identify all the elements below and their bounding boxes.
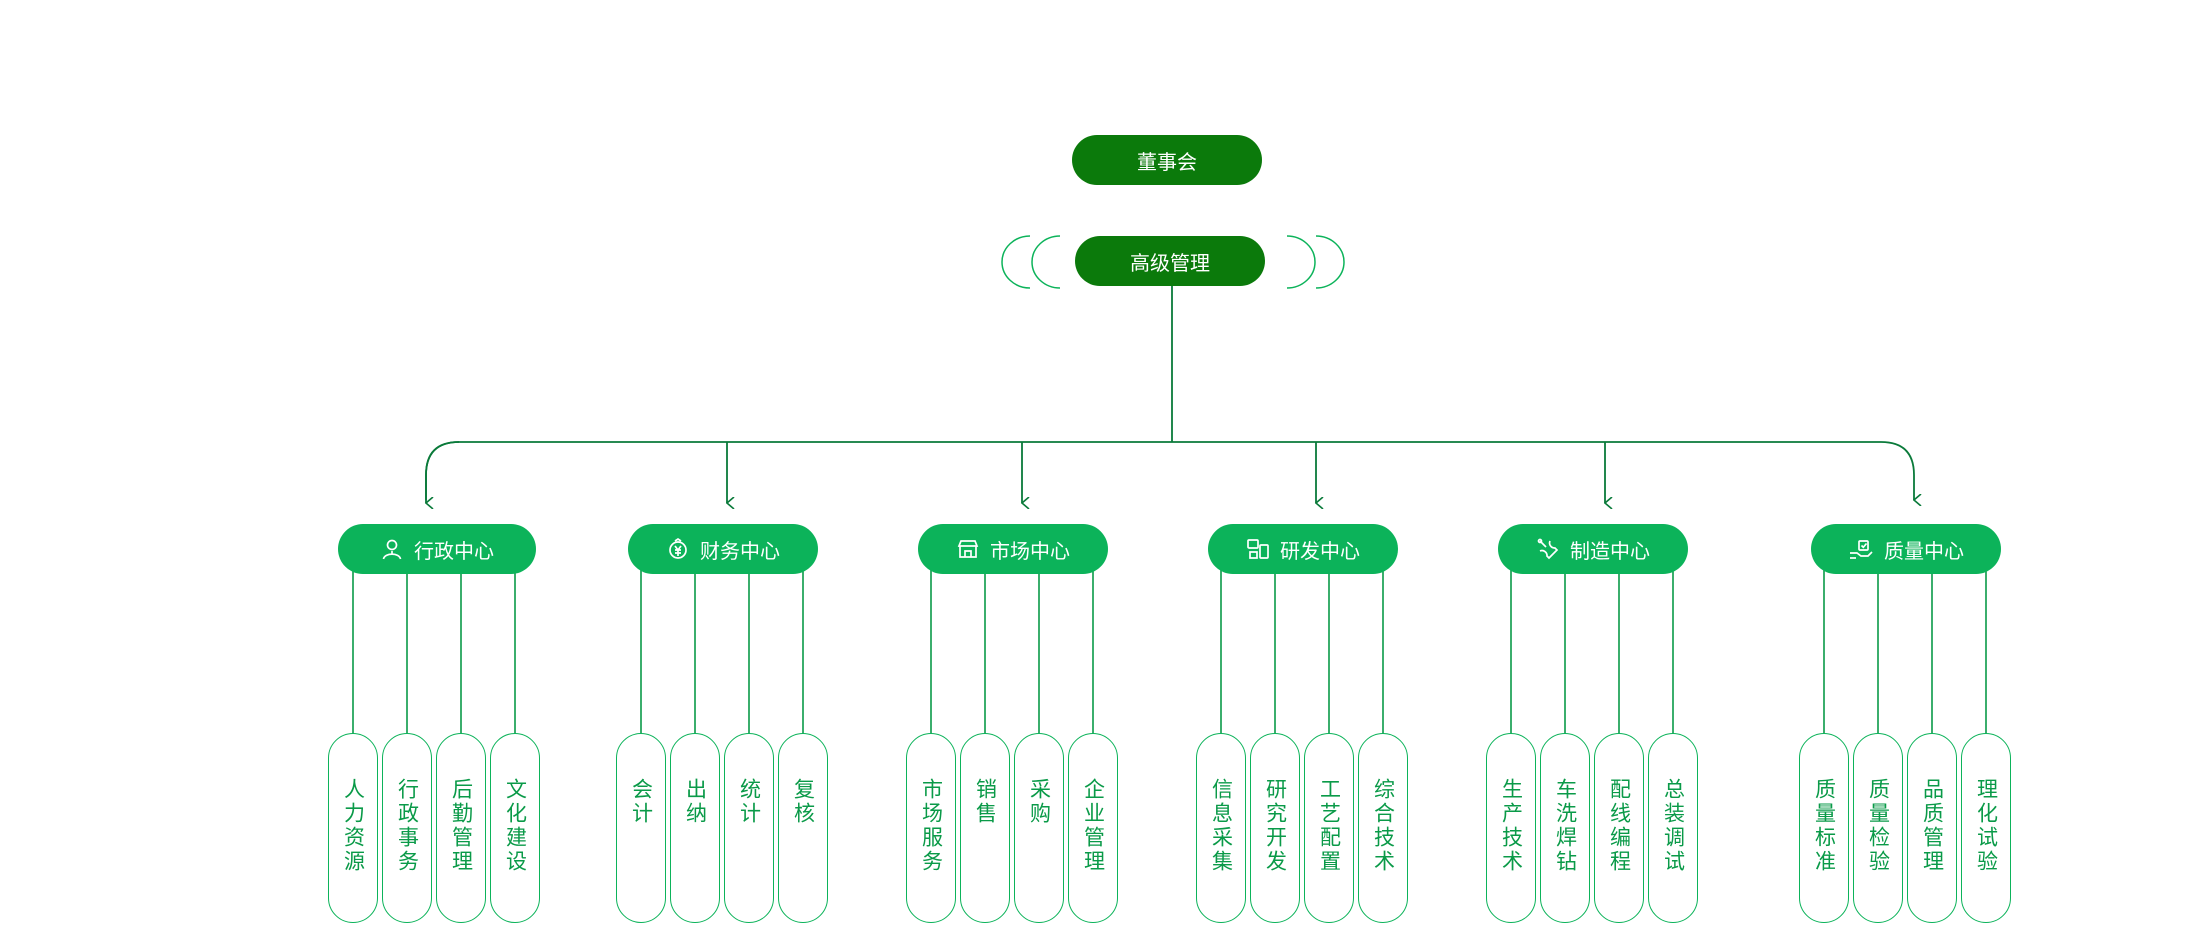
- center-finance[interactable]: 财务中心: [628, 524, 818, 574]
- sub-item[interactable]: 行政事务: [382, 733, 432, 923]
- sub-item-label: 市场服务: [919, 778, 944, 874]
- sub-item[interactable]: 销售: [960, 733, 1010, 923]
- center-quality[interactable]: 质量中心: [1811, 524, 2001, 574]
- center-label: 财务中心: [700, 538, 780, 563]
- sub-item-label: 配线编程: [1607, 778, 1632, 874]
- sub-item-label: 生产技术: [1499, 778, 1524, 874]
- sub-item[interactable]: 企业管理: [1068, 733, 1118, 923]
- sub-item-label: 质量标准: [1812, 778, 1837, 874]
- sub-item-label: 出纳: [683, 778, 708, 826]
- quality-icon: [1848, 537, 1874, 561]
- sub-item-label: 质量检验: [1866, 778, 1891, 874]
- sub-item-label: 企业管理: [1081, 778, 1106, 874]
- money-bag-icon: [666, 537, 690, 561]
- tools-icon: [1536, 537, 1560, 561]
- sub-item[interactable]: 信息采集: [1196, 733, 1246, 923]
- sub-item-label: 销售: [973, 778, 998, 826]
- sub-item-label: 后勤管理: [449, 778, 474, 874]
- center-rnd[interactable]: 研发中心: [1208, 524, 1398, 574]
- sub-item[interactable]: 生产技术: [1486, 733, 1536, 923]
- sub-item-label: 采购: [1027, 778, 1052, 826]
- sub-item-label: 品质管理: [1920, 778, 1945, 874]
- center-label: 质量中心: [1884, 538, 1964, 563]
- sub-item[interactable]: 综合技术: [1358, 733, 1408, 923]
- sub-item[interactable]: 质量检验: [1853, 733, 1903, 923]
- sub-item[interactable]: 人力资源: [328, 733, 378, 923]
- center-label: 市场中心: [990, 538, 1070, 563]
- board-label: 董事会: [1137, 149, 1197, 174]
- sub-item[interactable]: 市场服务: [906, 733, 956, 923]
- sub-item-label: 理化试验: [1974, 778, 1999, 874]
- sub-item[interactable]: 配线编程: [1594, 733, 1644, 923]
- storefront-icon: [956, 537, 980, 561]
- bus-left-end: [426, 441, 460, 503]
- management-label: 高级管理: [1130, 250, 1210, 275]
- sub-item[interactable]: 车洗焊钻: [1540, 733, 1590, 923]
- sub-item-label: 信息采集: [1209, 778, 1234, 874]
- sub-item-label: 人力资源: [341, 778, 366, 874]
- sub-item[interactable]: 总装调试: [1648, 733, 1698, 923]
- sub-item-label: 行政事务: [395, 778, 420, 874]
- decorative-arcs: [1001, 235, 1345, 289]
- sub-item-label: 文化建设: [503, 778, 528, 874]
- sub-item[interactable]: 会计: [616, 733, 666, 923]
- center-manufacturing[interactable]: 制造中心: [1498, 524, 1688, 574]
- sub-item[interactable]: 采购: [1014, 733, 1064, 923]
- sub-item-label: 工艺配置: [1317, 778, 1342, 874]
- person-icon: [380, 537, 404, 561]
- sub-item-label: 车洗焊钻: [1553, 778, 1578, 874]
- management-node[interactable]: 高级管理: [1075, 236, 1265, 286]
- sub-item-label: 总装调试: [1661, 778, 1686, 874]
- center-market[interactable]: 市场中心: [918, 524, 1108, 574]
- sub-item-label: 研究开发: [1263, 778, 1288, 874]
- sub-item[interactable]: 复核: [778, 733, 828, 923]
- sub-item[interactable]: 文化建设: [490, 733, 540, 923]
- sub-item-label: 统计: [737, 778, 762, 826]
- sub-item-label: 综合技术: [1371, 778, 1396, 874]
- sub-item[interactable]: 质量标准: [1799, 733, 1849, 923]
- devices-icon: [1246, 537, 1270, 561]
- sub-item[interactable]: 品质管理: [1907, 733, 1957, 923]
- sub-item[interactable]: 工艺配置: [1304, 733, 1354, 923]
- board-node[interactable]: 董事会: [1072, 135, 1262, 185]
- sub-item-label: 会计: [629, 778, 654, 826]
- sub-item[interactable]: 理化试验: [1961, 733, 2011, 923]
- center-label: 制造中心: [1570, 538, 1650, 563]
- sub-item[interactable]: 出纳: [670, 733, 720, 923]
- sub-item[interactable]: 研究开发: [1250, 733, 1300, 923]
- bus-line: [425, 441, 1914, 500]
- sub-item[interactable]: 后勤管理: [436, 733, 486, 923]
- center-admin[interactable]: 行政中心: [338, 524, 536, 574]
- sub-item-label: 复核: [791, 778, 816, 826]
- sub-item[interactable]: 统计: [724, 733, 774, 923]
- center-label: 研发中心: [1280, 538, 1360, 563]
- center-label: 行政中心: [414, 538, 494, 563]
